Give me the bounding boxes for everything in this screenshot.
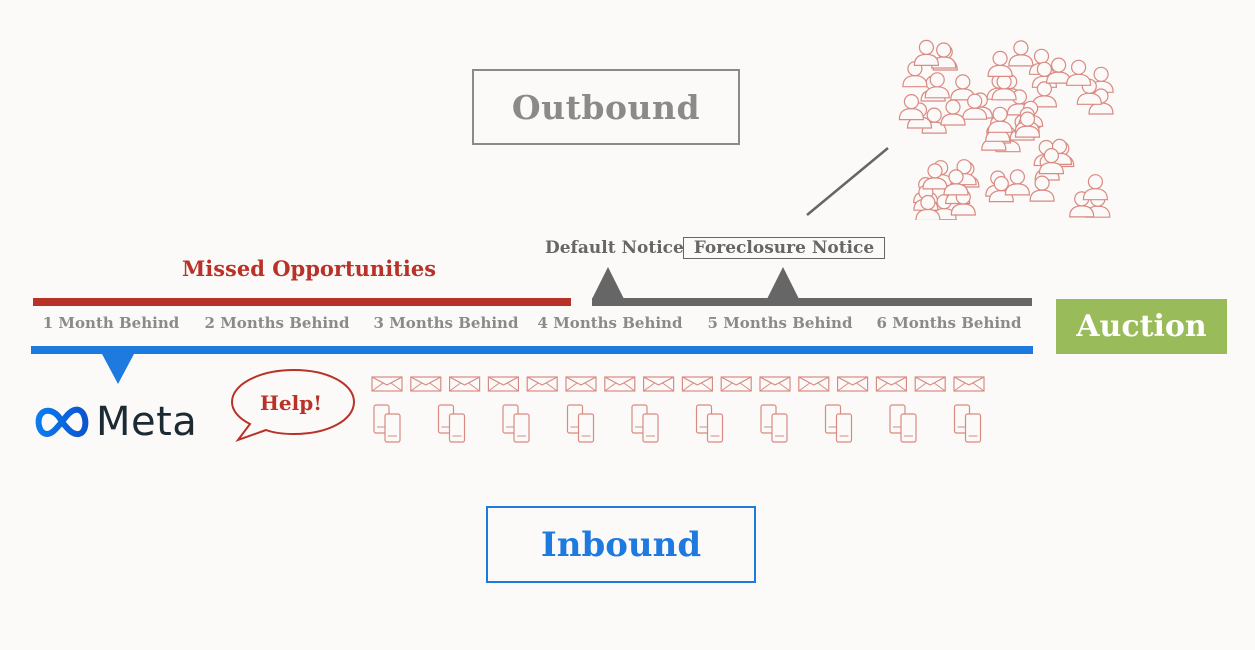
person-icon (987, 106, 1013, 133)
person-icon (1004, 169, 1031, 196)
missed-opportunities-bar (33, 298, 571, 306)
meta-marker (102, 354, 134, 384)
phone-icon (373, 404, 401, 443)
person-icon (898, 93, 925, 121)
person-icon (1029, 175, 1055, 202)
envelope-icon (875, 376, 907, 392)
people-crowd (898, 39, 1114, 220)
month-label: 5 Months Behind (707, 314, 853, 332)
person-icon (1045, 57, 1072, 84)
crowd-connector-line (806, 147, 889, 216)
envelope-row (371, 376, 985, 392)
person-icon (913, 39, 940, 66)
envelope-icon (953, 376, 985, 392)
phone-icon (953, 404, 982, 443)
help-speech-bubble (230, 368, 356, 443)
help-label: Help! (260, 391, 322, 415)
person-icon (1038, 147, 1065, 175)
envelope-icon (681, 376, 713, 392)
month-label: 6 Months Behind (876, 314, 1022, 332)
envelope-icon (759, 376, 791, 392)
auction-box: Auction (1056, 299, 1227, 354)
missed-opportunities-label: Missed Opportunities (182, 256, 437, 281)
envelope-icon (526, 376, 558, 392)
envelope-icon (798, 376, 830, 392)
meta-infinity-icon (35, 406, 89, 438)
person-icon (1008, 40, 1034, 67)
person-icon (987, 50, 1013, 77)
outbound-label: Outbound (511, 87, 701, 127)
phone-row (373, 404, 982, 443)
foreclosure-notice-box: Foreclosure Notice (683, 237, 885, 259)
phone-icon (631, 404, 659, 443)
phone-icon (437, 404, 466, 443)
phone-icon (824, 404, 853, 443)
envelope-icon (487, 376, 520, 392)
person-icon (991, 74, 1017, 101)
phone-icon (566, 404, 595, 443)
person-icon (1076, 78, 1102, 105)
phone-icon (889, 404, 917, 443)
notice-timeline-bar (592, 298, 1032, 306)
envelope-icon (837, 376, 869, 392)
meta-wordmark: Meta (96, 399, 198, 445)
person-icon (962, 93, 988, 120)
inbound-box: Inbound (486, 506, 756, 583)
envelope-icon (448, 376, 481, 392)
envelope-icon (565, 376, 597, 392)
person-icon (924, 72, 950, 99)
phone-icon (760, 404, 788, 443)
person-icon (1014, 111, 1041, 138)
month-label: 3 Months Behind (373, 314, 519, 332)
foreclosure-notice-label: Foreclosure Notice (693, 238, 875, 258)
month-label: 4 Months Behind (537, 314, 683, 332)
person-icon (940, 99, 966, 126)
phone-icon (502, 404, 530, 443)
auction-label: Auction (1076, 309, 1207, 344)
person-icon (915, 194, 941, 220)
meta-logo: Meta (34, 396, 214, 448)
month-label: 2 Months Behind (204, 314, 350, 332)
outreach-icons (371, 376, 985, 443)
foreclosure-notice-marker (767, 267, 799, 299)
person-icon (943, 169, 969, 196)
crowd-graphic (806, 39, 1114, 220)
phone-icon (695, 404, 724, 443)
envelope-icon (720, 376, 752, 392)
default-notice-label: Default Notice (545, 238, 684, 258)
envelope-icon (604, 376, 636, 392)
month-labels: 1 Month Behind 2 Months Behind 3 Months … (33, 314, 1033, 342)
envelope-icon (914, 376, 946, 392)
default-notice-marker (592, 267, 624, 299)
inbound-timeline-bar (31, 346, 1033, 354)
envelope-icon (410, 376, 442, 392)
outbound-box: Outbound (472, 69, 740, 145)
person-icon (1082, 174, 1109, 201)
inbound-label: Inbound (540, 524, 702, 565)
envelope-icon (371, 376, 403, 392)
person-icon (1065, 59, 1092, 86)
person-icon (922, 163, 948, 190)
envelope-icon (643, 376, 675, 392)
person-icon (902, 61, 928, 88)
month-label: 1 Month Behind (42, 314, 180, 332)
person-icon (1031, 81, 1058, 108)
